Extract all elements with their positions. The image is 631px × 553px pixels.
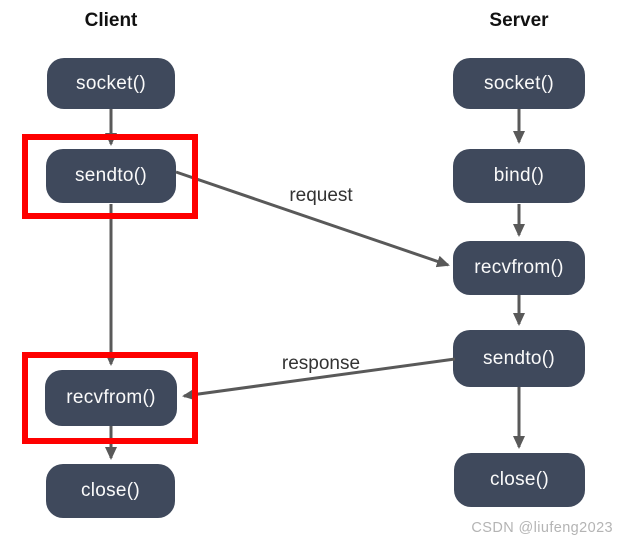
server-node-recvfrom: recvfrom()	[453, 241, 585, 295]
highlight-box-client-recvfrom	[22, 352, 198, 444]
client-node-close: close()	[46, 464, 175, 518]
server-node-socket: socket()	[453, 58, 585, 109]
client-node-socket: socket()	[47, 58, 175, 109]
watermark: CSDN @liufeng2023	[471, 520, 613, 536]
server-node-sendto: sendto()	[453, 330, 585, 387]
request-label: request	[289, 185, 353, 206]
client-column-title: Client	[84, 10, 138, 31]
client-node-recvfrom: recvfrom()	[45, 370, 177, 426]
server-node-close: close()	[454, 453, 585, 507]
client-node-sendto: sendto()	[46, 149, 176, 203]
response-label: response	[281, 353, 361, 374]
highlight-box-client-sendto	[22, 134, 198, 219]
server-node-bind: bind()	[453, 149, 585, 203]
server-column-title: Server	[489, 10, 549, 31]
